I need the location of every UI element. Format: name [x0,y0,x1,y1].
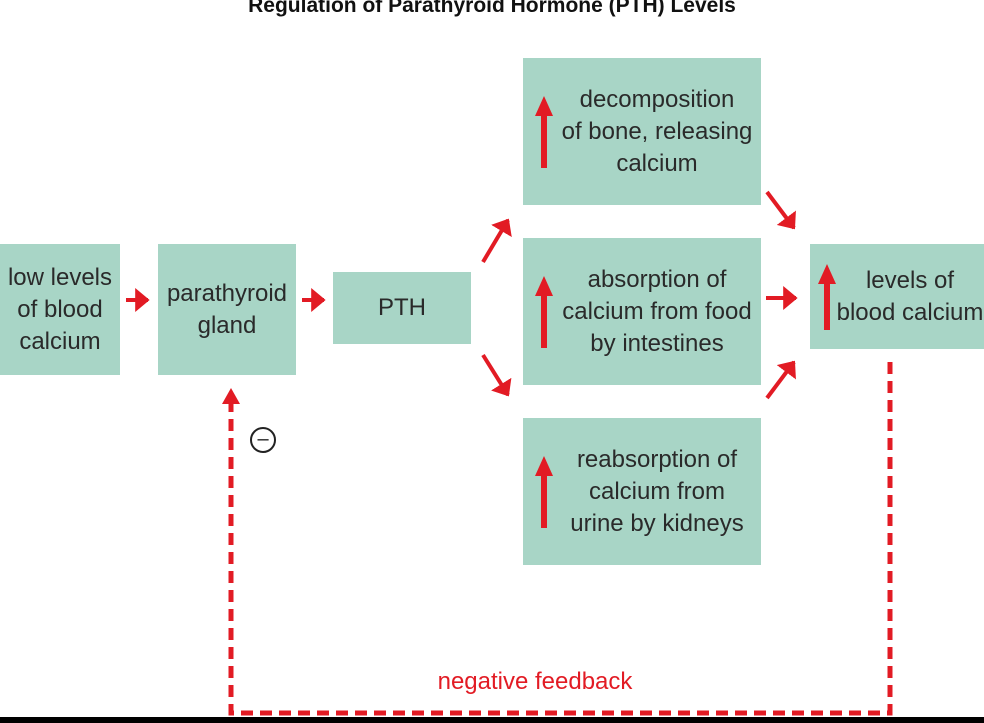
negative-feedback-loop [228,362,893,716]
increase-arrow-icon [535,455,553,528]
increase-arrow-icon [535,95,553,168]
kidney-reabsorption-label: reabsorption of calcium from urine by ki… [570,445,744,537]
negative-feedback-label: negative feedback [437,668,633,695]
low-blood-calcium-box: low levels of blood calcium [0,244,120,375]
low-blood-calcium-label: low levels of blood calcium [7,263,113,355]
feedback-arrowhead [222,388,240,404]
bone-decomposition-box: decomposition of bone, releasing calcium [523,58,761,205]
bottom-edge-bar [0,717,984,723]
kidney-reabsorption-box: reabsorption of calcium from urine by ki… [523,418,761,565]
arrow-pth-to-bone [481,218,512,264]
arrow-bone-to-blood [765,190,796,230]
bone-decomposition-label: decomposition of bone, releasing calcium [561,85,753,177]
intestine-absorption-label: absorption of calcium from food by intes… [562,265,752,357]
inhibition-symbol: – [250,427,276,453]
blood-calcium-levels-label: levels of blood calcium [836,266,984,326]
pth-box: PTH [333,272,471,344]
blood-calcium-levels-box: levels of blood calcium [810,244,984,349]
arrow-pth-to-kidney [481,353,512,397]
intestine-absorption-box: absorption of calcium from food by intes… [523,238,761,385]
arrow-kidney-to-blood [765,360,796,400]
increase-arrow-icon [535,275,553,348]
parathyroid-gland-label: parathyroid gland [166,279,288,339]
parathyroid-gland-box: parathyroid gland [158,244,296,375]
diagram-title: Regulation of Parathyroid Hormone (PTH) … [248,0,736,17]
pth-label: PTH [378,294,426,321]
increase-arrow-icon [818,263,836,330]
